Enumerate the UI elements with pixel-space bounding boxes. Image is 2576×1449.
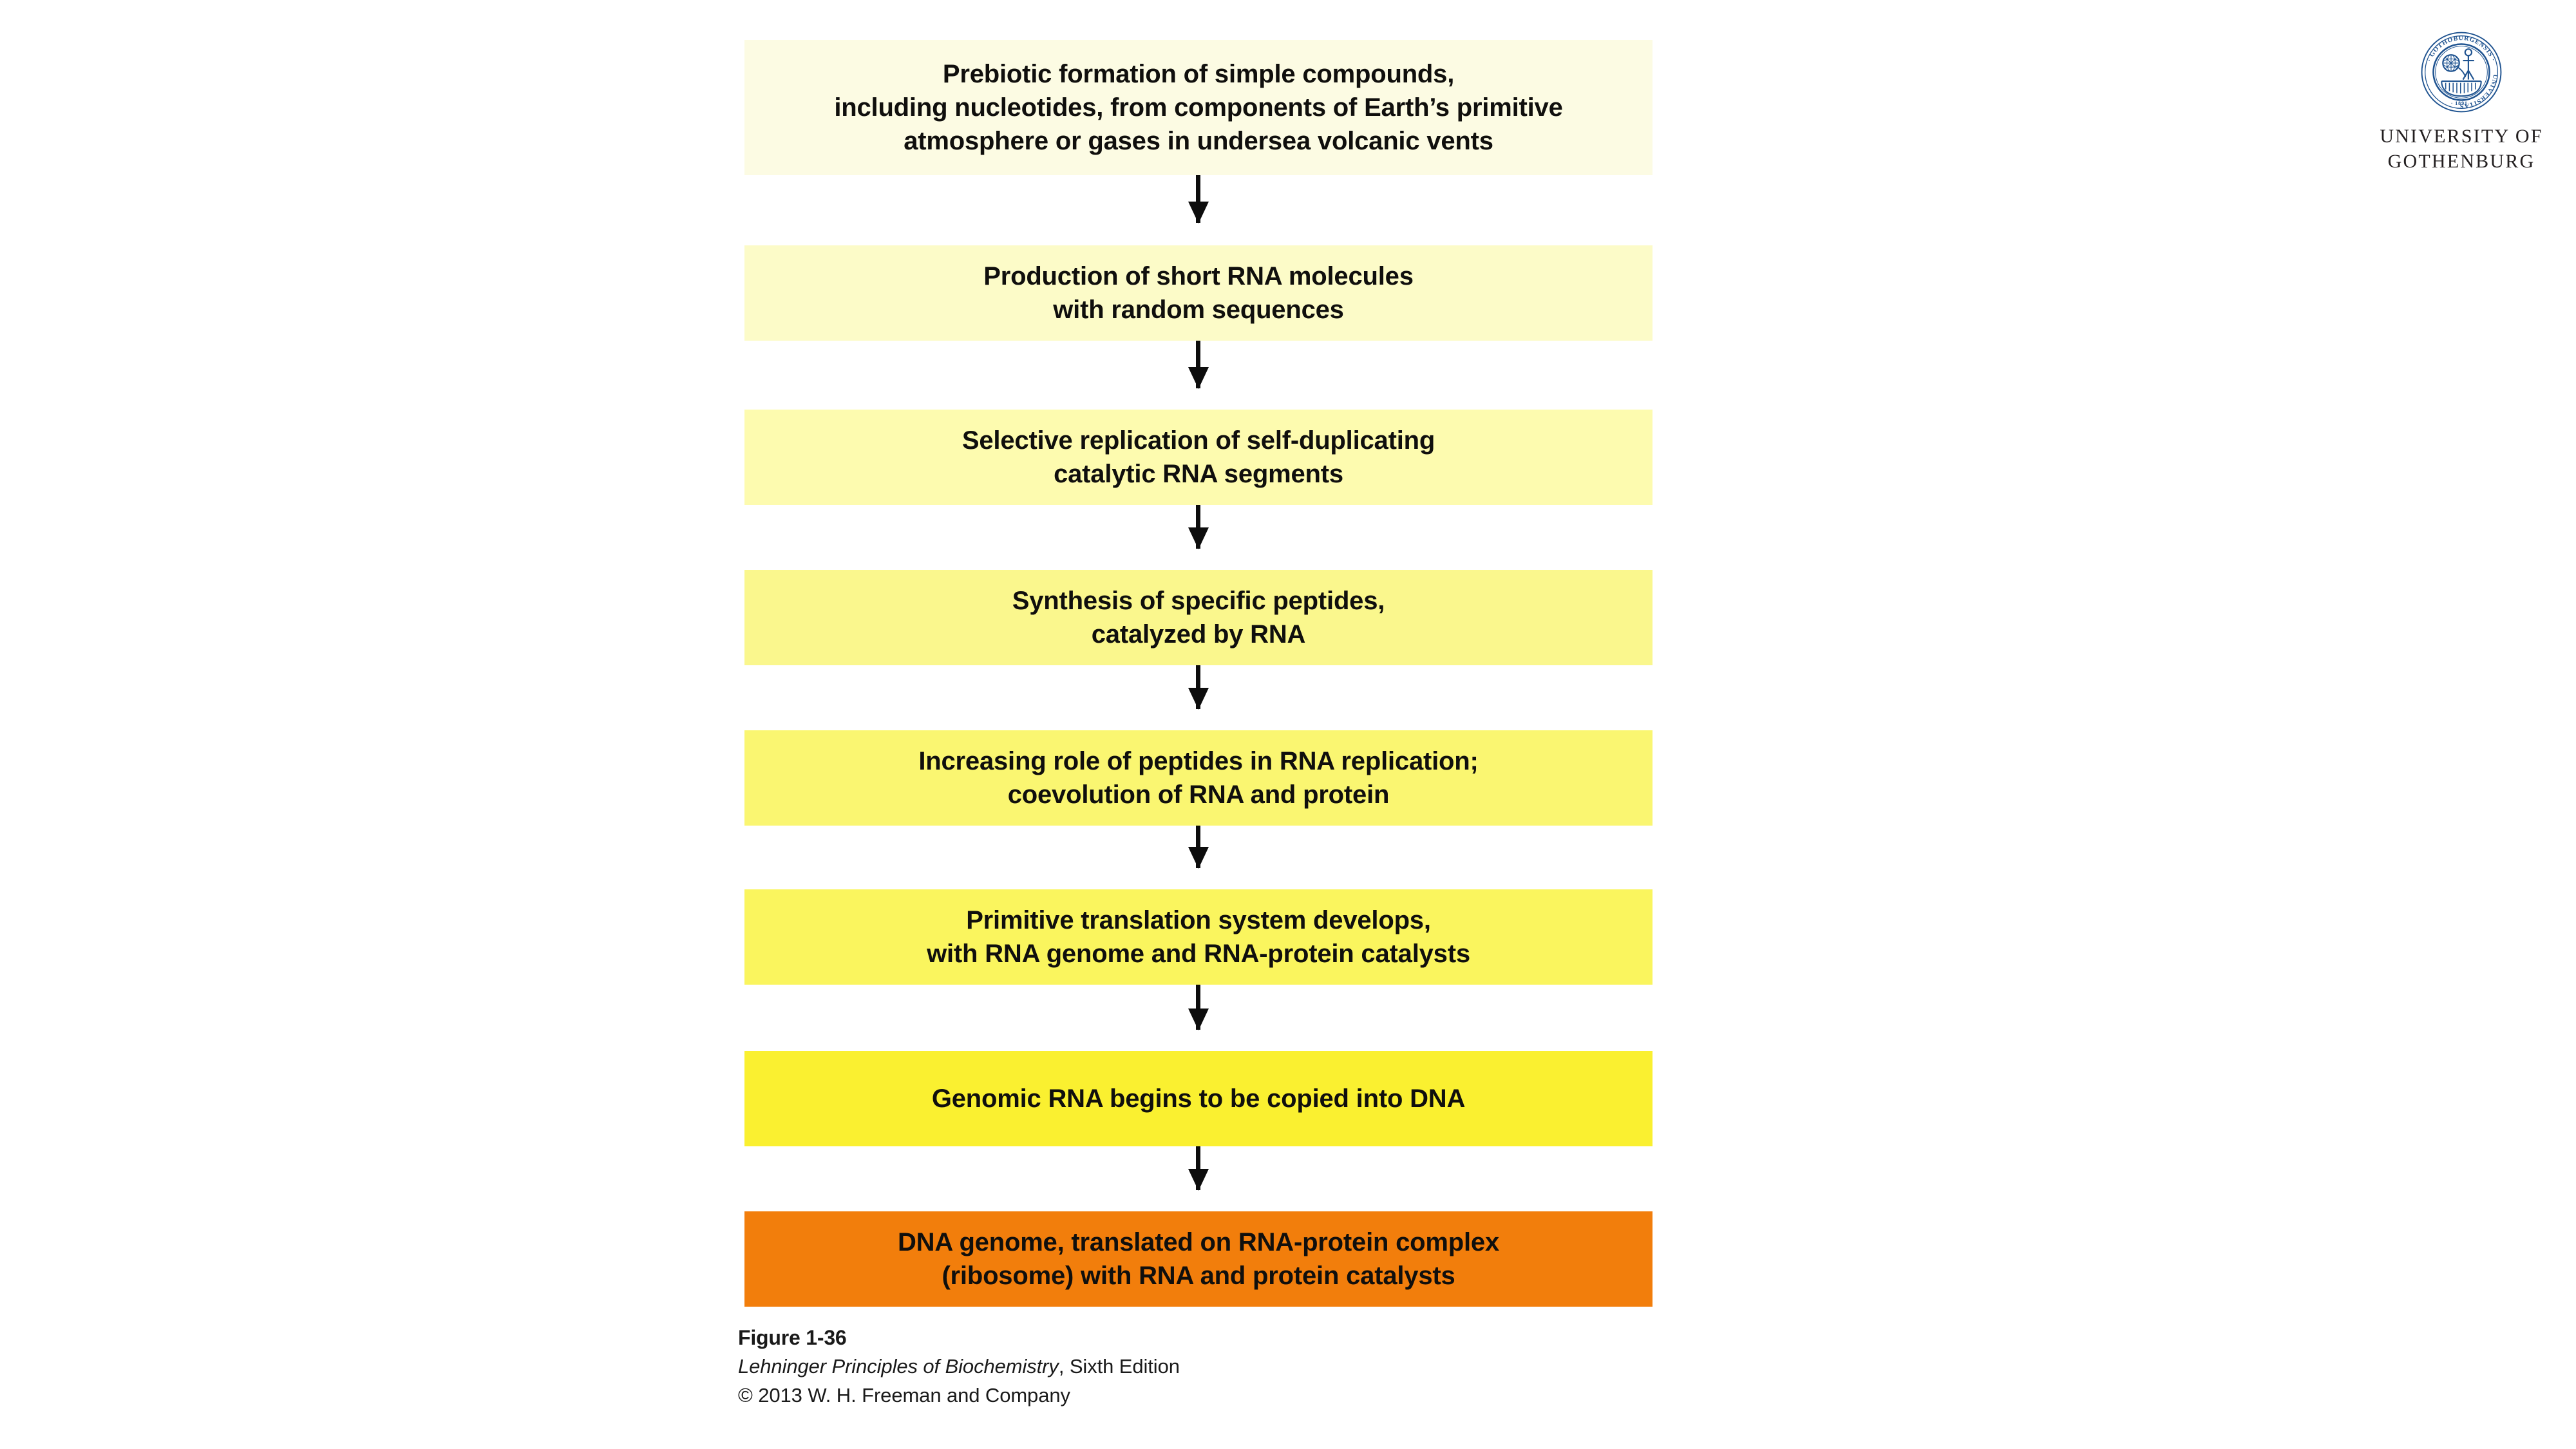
flow-step-box-1: Prebiotic formation of simple compounds,… [744, 40, 1653, 175]
university-logo: · GOTHOBURGENSIS · UNIVERSITAS · 1891 · [2365, 31, 2558, 174]
flow-arrow-6-to-7 [1196, 985, 1200, 1030]
flow-step-box-2: Production of short RNA molecules with r… [744, 245, 1653, 341]
flow-step-box-5: Increasing role of peptides in RNA repli… [744, 730, 1653, 826]
figure-source-title: Lehninger Principles of Biochemistry [738, 1355, 1059, 1378]
flow-step-box-3: Selective replication of self-duplicatin… [744, 410, 1653, 505]
flow-step-box-8: DNA genome, translated on RNA-protein co… [744, 1211, 1653, 1307]
svg-text:· 1891 ·: · 1891 · [2451, 100, 2472, 106]
university-wordmark: UNIVERSITY OF GOTHENBURG [2380, 126, 2543, 172]
figure-caption: Figure 1-36 Lehninger Principles of Bioc… [738, 1323, 1180, 1410]
flow-step-box-7: Genomic RNA begins to be copied into DNA [744, 1051, 1653, 1146]
flow-arrow-1-to-2 [1196, 175, 1200, 223]
flow-arrow-2-to-3 [1196, 341, 1200, 388]
figure-copyright: © 2013 W. H. Freeman and Company [738, 1384, 1070, 1407]
figure-source-edition: , Sixth Edition [1058, 1355, 1180, 1378]
flow-step-box-6: Primitive translation system develops, w… [744, 889, 1653, 985]
flow-arrow-4-to-5 [1196, 665, 1200, 709]
university-seal-icon: · GOTHOBURGENSIS · UNIVERSITAS · 1891 · [2421, 32, 2502, 113]
figure-source: Lehninger Principles of Biochemistry, Si… [738, 1352, 1180, 1381]
flow-arrow-5-to-6 [1196, 826, 1200, 868]
figure-number: Figure 1-36 [738, 1326, 847, 1349]
flow-step-box-4: Synthesis of specific peptides, catalyze… [744, 570, 1653, 665]
flow-arrow-7-to-8 [1196, 1146, 1200, 1190]
flow-arrow-3-to-4 [1196, 505, 1200, 549]
